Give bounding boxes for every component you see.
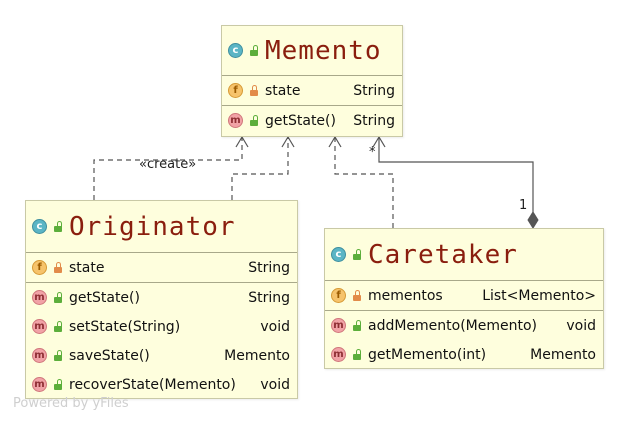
fields-section: f state String bbox=[222, 76, 402, 106]
dependency-caretaker-arrowhead bbox=[328, 135, 342, 148]
class-memento[interactable]: c Memento f state String m getState() St… bbox=[221, 25, 403, 137]
method-type: Memento bbox=[530, 346, 596, 363]
method-name: recoverState(Memento) bbox=[69, 376, 236, 393]
field-row: f mementos List<Memento> bbox=[325, 281, 603, 310]
method-icon: m bbox=[32, 319, 47, 334]
class-kind-icon: c bbox=[331, 247, 346, 262]
class-kind-icon: c bbox=[32, 219, 47, 234]
create-label: «create» bbox=[139, 157, 197, 172]
methods-section: m getState() String bbox=[222, 106, 402, 135]
dependency-caretaker-edge bbox=[334, 137, 394, 228]
multiplicity-many-label: * bbox=[369, 145, 376, 160]
method-type: void bbox=[566, 317, 596, 334]
multiplicity-one-label: 1 bbox=[519, 198, 528, 213]
field-name: state bbox=[265, 82, 301, 99]
private-visibility-icon bbox=[352, 290, 362, 301]
class-caretaker-header: c Caretaker bbox=[325, 229, 603, 281]
method-name: getState() bbox=[69, 289, 140, 306]
method-icon: m bbox=[331, 347, 346, 362]
class-kind-icon: c bbox=[228, 43, 243, 58]
method-name: saveState() bbox=[69, 347, 150, 364]
dependency-originator-arrowhead bbox=[281, 135, 295, 148]
method-row: m getMemento(int) Memento bbox=[325, 340, 603, 369]
field-row: f state String bbox=[26, 253, 297, 282]
class-originator[interactable]: c Originator f state String m getState()… bbox=[25, 200, 298, 399]
field-icon: f bbox=[228, 83, 243, 98]
public-visibility-icon bbox=[352, 320, 362, 331]
public-visibility-icon bbox=[352, 249, 362, 260]
private-visibility-icon bbox=[53, 262, 63, 273]
class-memento-header: c Memento bbox=[222, 26, 402, 76]
public-visibility-icon bbox=[53, 221, 63, 232]
method-row: m addMemento(Memento) void bbox=[325, 311, 603, 340]
method-icon: m bbox=[32, 348, 47, 363]
methods-section: m getState() String m setState(String) v… bbox=[26, 283, 297, 399]
methods-section: m addMemento(Memento) void m getMemento(… bbox=[325, 311, 603, 369]
field-row: f state String bbox=[222, 76, 402, 105]
method-type: void bbox=[260, 376, 290, 393]
public-visibility-icon bbox=[249, 45, 259, 56]
method-type: void bbox=[260, 318, 290, 335]
dependency-create-arrowhead bbox=[235, 135, 249, 148]
class-originator-header: c Originator bbox=[26, 201, 297, 253]
composition-arrowhead bbox=[372, 135, 386, 148]
method-icon: m bbox=[32, 377, 47, 392]
method-row: m saveState() Memento bbox=[26, 341, 297, 370]
field-name: state bbox=[69, 259, 105, 276]
field-type: List<Memento> bbox=[482, 287, 596, 304]
method-name: addMemento(Memento) bbox=[368, 317, 538, 334]
class-memento-title: Memento bbox=[265, 35, 382, 66]
fields-section: f mementos List<Memento> bbox=[325, 281, 603, 311]
composition-diamond bbox=[527, 211, 539, 229]
method-type: String bbox=[353, 112, 395, 129]
method-icon: m bbox=[228, 113, 243, 128]
method-row: m setState(String) void bbox=[26, 312, 297, 341]
field-icon: f bbox=[32, 260, 47, 275]
composition-edge bbox=[378, 137, 534, 212]
method-name: getState() bbox=[265, 112, 336, 129]
method-name: getMemento(int) bbox=[368, 346, 487, 363]
public-visibility-icon bbox=[53, 350, 63, 361]
dependency-create-edge bbox=[93, 137, 243, 200]
field-icon: f bbox=[331, 288, 346, 303]
method-name: setState(String) bbox=[69, 318, 181, 335]
method-icon: m bbox=[331, 318, 346, 333]
class-caretaker[interactable]: c Caretaker f mementos List<Memento> m a… bbox=[324, 228, 604, 369]
public-visibility-icon bbox=[53, 321, 63, 332]
method-type: String bbox=[248, 289, 290, 306]
public-visibility-icon bbox=[249, 115, 259, 126]
public-visibility-icon bbox=[53, 292, 63, 303]
class-originator-title: Originator bbox=[69, 211, 236, 242]
method-icon: m bbox=[32, 290, 47, 305]
watermark: Powered by yFiles bbox=[13, 396, 129, 411]
class-caretaker-title: Caretaker bbox=[368, 239, 518, 270]
method-row: m getState() String bbox=[26, 283, 297, 312]
method-row: m getState() String bbox=[222, 106, 402, 135]
fields-section: f state String bbox=[26, 253, 297, 283]
field-type: String bbox=[248, 259, 290, 276]
field-name: mementos bbox=[368, 287, 443, 304]
public-visibility-icon bbox=[53, 379, 63, 390]
public-visibility-icon bbox=[352, 349, 362, 360]
field-type: String bbox=[353, 82, 395, 99]
private-visibility-icon bbox=[249, 85, 259, 96]
method-type: Memento bbox=[224, 347, 290, 364]
dependency-originator-edge bbox=[231, 137, 289, 200]
method-row: m recoverState(Memento) void bbox=[26, 370, 297, 399]
